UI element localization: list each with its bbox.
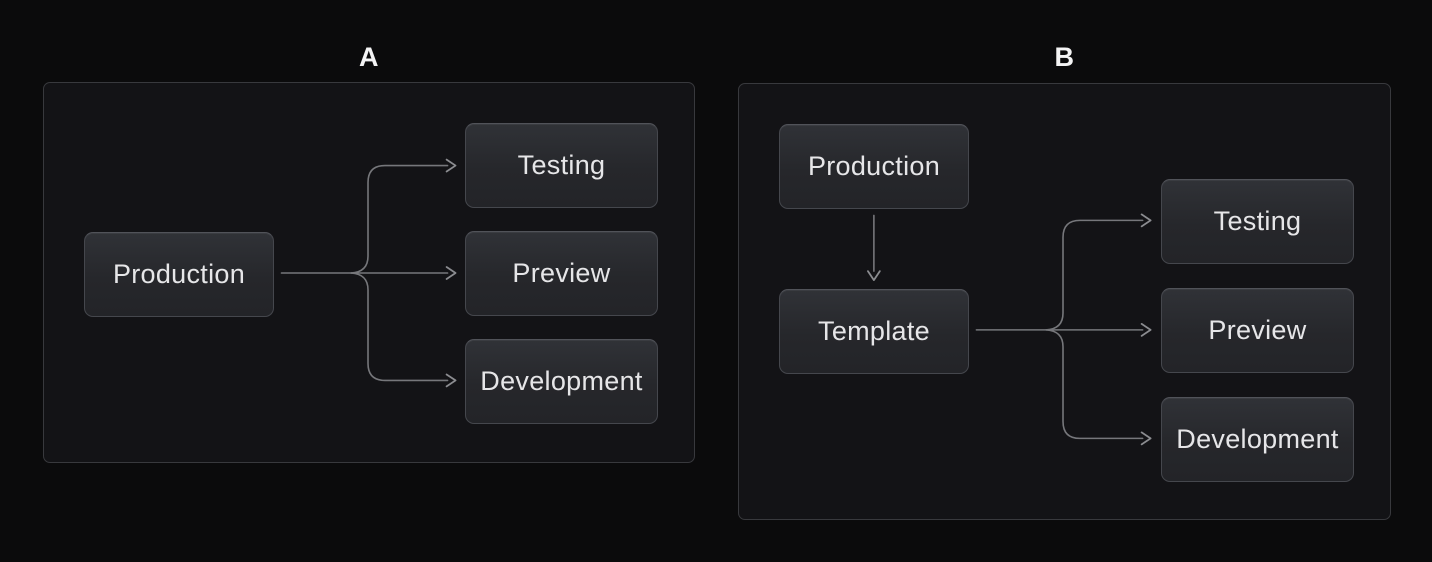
node-testing: Testing — [465, 123, 658, 208]
edge-template-development — [1045, 329, 1152, 446]
node-preview: Preview — [465, 231, 658, 316]
node-testing: Testing — [1161, 179, 1354, 264]
edge-template-testing — [1045, 213, 1152, 331]
node-production: Production — [779, 124, 969, 209]
edge-production-preview — [280, 266, 457, 280]
node-template: Template — [779, 289, 969, 374]
diagram-panel-b: Production Template Testing Preview Deve… — [738, 83, 1391, 520]
diagram-a-label: A — [359, 42, 379, 72]
diagram-panel-a: Production Testing Preview Development — [43, 82, 695, 463]
edge-production-template — [867, 214, 881, 281]
edge-production-testing — [350, 158, 457, 274]
node-preview: Preview — [1161, 288, 1354, 373]
edge-production-development — [350, 272, 457, 388]
diagram-b-label: B — [1054, 42, 1075, 72]
node-production: Production — [84, 232, 274, 317]
node-development: Development — [1161, 397, 1354, 482]
node-development: Development — [465, 339, 658, 424]
edge-template-preview — [975, 323, 1152, 337]
